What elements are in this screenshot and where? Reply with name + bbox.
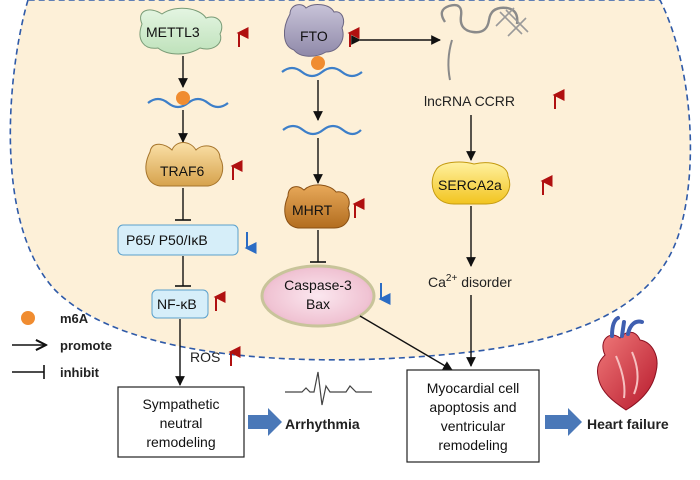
p65-box	[117, 224, 239, 256]
serca2a-label: SERCA2a	[438, 177, 502, 193]
heart-failure-label: Heart failure	[587, 416, 669, 432]
sympathetic-line-3: remodeling	[146, 434, 215, 450]
lncrna-label: lncRNA CCRR	[424, 93, 515, 109]
fto-node: FTO	[284, 4, 345, 57]
ros-label: ROS	[190, 349, 220, 365]
myocardial-line-3: ventricular	[441, 418, 506, 434]
myocardial-line-1: Myocardial cell	[427, 380, 520, 396]
myocardial-line-4: remodeling	[438, 437, 507, 453]
block-arrow-heart-failure	[545, 408, 582, 436]
rna-strand-left	[147, 97, 229, 109]
rna-strand-middle	[282, 124, 362, 136]
legend-promote-label: promote	[60, 338, 112, 353]
traf6-node: TRAF6	[145, 142, 224, 187]
traf6-label: TRAF6	[160, 163, 205, 179]
nfkb-label: NF-κB	[157, 296, 197, 312]
m6a-dot-middle	[311, 56, 325, 70]
heart-icon	[597, 316, 658, 411]
nfkb-box	[151, 289, 209, 319]
ca-disorder-label: Ca2+ disorder	[428, 273, 512, 290]
myocardial-box	[406, 369, 540, 463]
lncrna-icon	[440, 3, 529, 81]
fto-label: FTO	[300, 28, 328, 44]
serca2a-node	[431, 161, 511, 205]
mhrt-node: MHRT	[284, 184, 350, 229]
sympathetic-line-2: neutral	[160, 415, 203, 431]
legend-inhibit-label: inhibit	[60, 365, 100, 380]
cell-region	[9, 0, 692, 361]
block-arrow-arrhythmia	[248, 408, 282, 436]
sympathetic-line-1: Sympathetic	[142, 396, 219, 412]
mettl3-node: METTL3	[139, 7, 223, 55]
arrow-caspase-to-myocardial	[359, 315, 453, 371]
arrhythmia-label: Arrhythmia	[285, 416, 360, 432]
mhrt-label: MHRT	[292, 202, 333, 218]
mettl3-label: METTL3	[146, 24, 200, 40]
caspase-label-2: Bax	[306, 296, 330, 312]
ecg-trace-icon	[285, 371, 372, 406]
rna-strand-fto	[281, 66, 363, 78]
p65-label: P65/ P50/IκB	[126, 232, 208, 248]
caspase-node	[260, 264, 376, 328]
m6a-dot-left	[176, 91, 190, 105]
sympathetic-box	[117, 386, 245, 458]
myocardial-line-2: apoptosis and	[429, 399, 516, 415]
legend-m6a-label: m6A	[60, 311, 89, 326]
legend-m6a-dot	[21, 311, 35, 325]
caspase-label-1: Caspase-3	[284, 277, 352, 293]
